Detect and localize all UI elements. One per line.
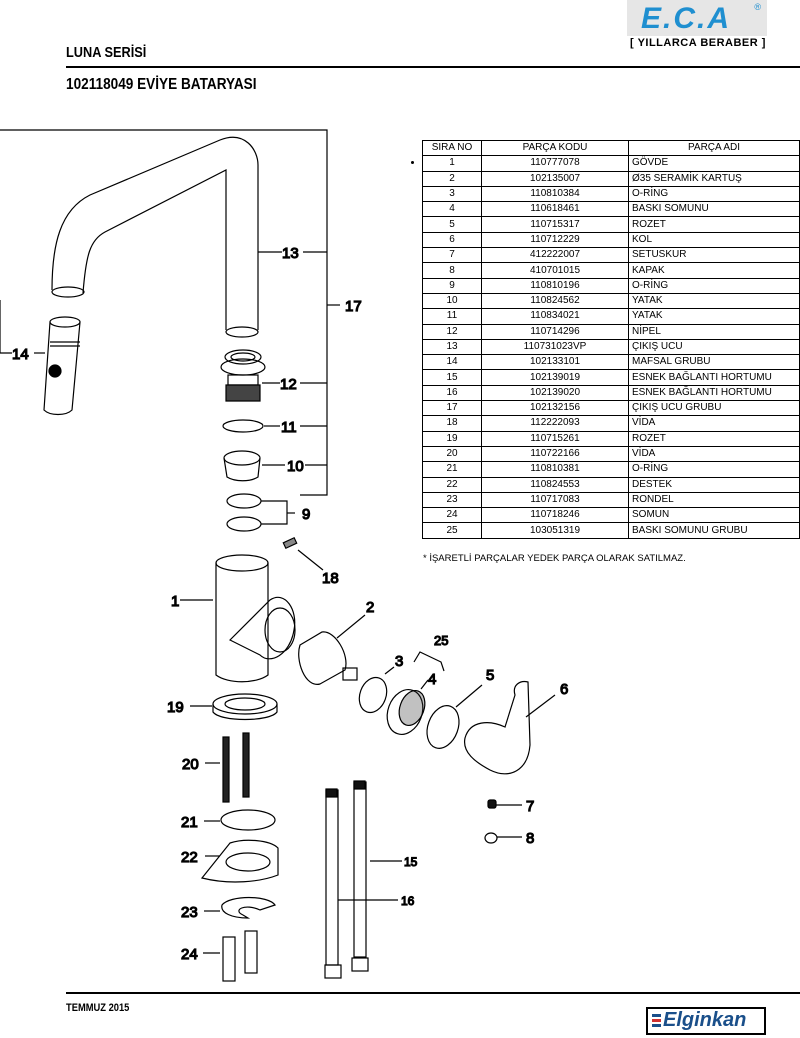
callout-23: 23	[181, 904, 198, 921]
callout-6: 6	[560, 681, 568, 698]
callout-7: 7	[526, 798, 534, 815]
elginkan-logo: Elginkan	[646, 1007, 766, 1035]
cartridge-part-2	[298, 631, 358, 685]
callout-24: 24	[181, 946, 198, 963]
callout-11: 11	[281, 419, 297, 436]
stud-part-20b	[242, 732, 250, 798]
callout-25: 25	[434, 633, 448, 648]
elginkan-logo-text: Elginkan	[663, 1009, 747, 1031]
series-title: LUNA SERİSİ	[66, 44, 147, 61]
callout-8: 8	[526, 830, 534, 847]
bracket-17	[0, 129, 328, 496]
o-ring-part-9a	[226, 493, 262, 509]
spout-part-13	[51, 136, 259, 338]
product-title: 102118049 EVİYE BATARYASI	[66, 76, 257, 93]
callout-20: 20	[182, 756, 199, 773]
callout-15: 15	[404, 855, 418, 869]
registered-mark: ®	[754, 2, 761, 12]
marked-row-dot	[411, 161, 414, 164]
footnote: * İŞARETLİ PARÇALAR YEDEK PARÇA OLARAK S…	[423, 553, 686, 564]
header-divider	[66, 66, 800, 68]
callout-5: 5	[486, 667, 494, 684]
callout-18: 18	[322, 570, 339, 587]
handle-part-6	[463, 680, 531, 775]
rosette-part-5	[426, 705, 460, 749]
hose-part-15	[351, 780, 369, 972]
callout-14: 14	[12, 346, 29, 363]
callout-3: 3	[395, 653, 403, 670]
callout-2: 2	[366, 599, 374, 616]
callout-21: 21	[181, 814, 198, 831]
callout-17: 17	[345, 298, 362, 315]
pressure-nut-part-4	[386, 689, 426, 735]
callout-22: 22	[181, 849, 198, 866]
eca-brand-logo: E.C.A ®	[627, 0, 767, 36]
o-ring-part-3	[358, 676, 388, 714]
callout-16: 16	[401, 894, 415, 908]
nut-part-24b	[244, 930, 258, 974]
o-ring-part-21	[220, 809, 276, 831]
cap-part-8	[484, 832, 498, 844]
body-part-1	[215, 554, 296, 683]
hose-part-16	[324, 788, 342, 979]
bearing-part-10	[223, 450, 261, 482]
exploded-diagram: 1 2 3 4 5 6 7 8 9 10 11 12 13 14 15 16 1…	[0, 129, 569, 982]
callout-13: 13	[282, 245, 299, 262]
callout-10: 10	[287, 458, 304, 475]
callout-4: 4	[428, 671, 436, 688]
elginkan-logo-mark	[652, 1014, 661, 1029]
callout-1: 1	[171, 593, 179, 610]
washer-part-23	[221, 896, 276, 919]
eca-logo-text: E.C.A	[641, 2, 732, 35]
stud-part-20a	[222, 736, 230, 803]
callout-19: 19	[167, 699, 184, 716]
callout-12: 12	[280, 376, 297, 393]
rosette-part-19	[212, 693, 278, 721]
row-parca-adi: BASKI SOMUNU GRUBU	[628, 522, 800, 539]
set-screw-part-7	[487, 799, 497, 809]
bearing-part-11	[222, 419, 264, 433]
nipple-part-12	[220, 349, 266, 402]
footer-divider	[66, 992, 800, 994]
aerator-part-14	[43, 316, 81, 416]
document-date: TEMMUZ 2015	[66, 1002, 130, 1014]
support-part-22	[200, 839, 279, 883]
nut-part-24a	[222, 936, 236, 982]
brand-slogan: [ YILLARCA BERABER ]	[630, 37, 766, 49]
screw-part-18	[282, 536, 298, 550]
callout-9: 9	[302, 506, 310, 523]
o-ring-part-9b	[226, 516, 262, 532]
